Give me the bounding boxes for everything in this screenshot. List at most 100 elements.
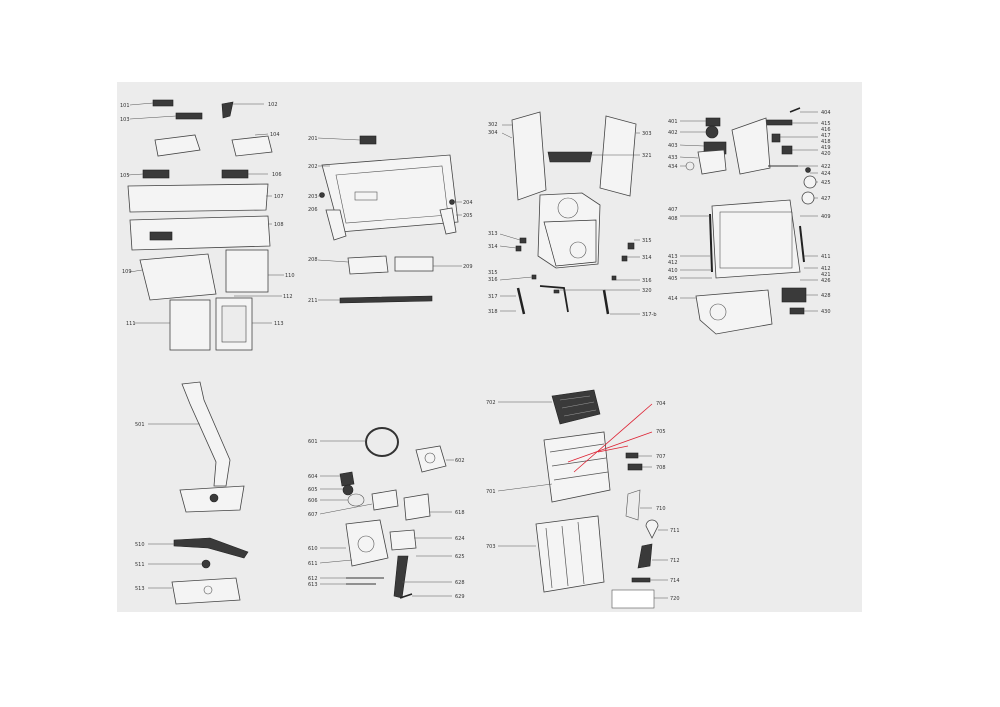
part-513-center: [203, 585, 213, 595]
part-710-hook: [625, 489, 641, 521]
label-424: 424: [821, 171, 831, 177]
part-302-side-panel: [511, 111, 547, 201]
part-113-window: [221, 305, 247, 343]
label-313: 313: [488, 231, 498, 237]
part-sidewall: [731, 117, 771, 175]
part-316-foot-left: [531, 274, 537, 280]
part-624-hose: [389, 529, 417, 551]
label-707: 707: [656, 454, 666, 460]
label-412: 412: [668, 260, 678, 266]
part-317-bracket: [539, 285, 569, 313]
label-109: 109: [122, 269, 132, 275]
label-411: 411: [821, 254, 831, 260]
label-501: 501: [135, 422, 145, 428]
part-433-valve: [697, 149, 727, 175]
label-108: 108: [274, 222, 284, 228]
label-408: 408: [668, 216, 678, 222]
label-320: 320: [642, 288, 652, 294]
part-301-tub-front: [543, 219, 597, 267]
label-513: 513: [135, 586, 145, 592]
label-419: 419: [821, 145, 831, 151]
label-413: 413: [668, 254, 678, 260]
part-313-bracket: [519, 237, 527, 244]
label-209: 209: [463, 264, 473, 270]
label-607: 607: [308, 512, 318, 518]
label-601: 601: [308, 439, 318, 445]
label-511: 511: [135, 562, 145, 568]
part-604-filter: [339, 471, 355, 487]
label-316-right: 316: [642, 278, 652, 284]
label-708: 708: [656, 465, 666, 471]
label-104: 104: [270, 132, 280, 138]
part-314-bracket-left: [515, 245, 522, 252]
label-403: 403: [668, 143, 678, 149]
label-602: 602: [455, 458, 465, 464]
label-701: 701: [486, 489, 496, 495]
part-711-funnel: [645, 519, 659, 539]
part-414-base-hole: [709, 303, 727, 321]
label-412-right: 412: [821, 266, 831, 272]
part-428-filter: [781, 287, 807, 303]
label-317-b: 317-b: [642, 312, 657, 318]
part-610-sump-opening: [357, 535, 375, 553]
label-628: 628: [455, 580, 465, 586]
label-611: 611: [308, 561, 318, 567]
part-629-clip: [399, 593, 413, 599]
label-420: 420: [821, 151, 831, 157]
part-411-leg: [799, 225, 805, 263]
label-204: 204: [463, 200, 473, 206]
part-201-latch: [359, 135, 377, 145]
group-door: 201 202 203 206 204 205 208 209 211: [308, 135, 473, 304]
part-628-drain-hose: [393, 555, 409, 599]
label-421: 421: [821, 272, 831, 278]
part-606-ring: [347, 493, 365, 507]
label-428: 428: [821, 293, 831, 299]
part-211-seal: [339, 295, 433, 304]
part-720-label: [611, 589, 655, 609]
group-spray-arms: 501 510 511 513: [135, 381, 249, 605]
label-625: 625: [455, 554, 465, 560]
label-610: 610: [308, 546, 318, 552]
label-415: 415: [821, 121, 831, 127]
part-707-clip: [625, 452, 639, 459]
part-404: [789, 107, 801, 113]
label-426: 426: [821, 278, 831, 284]
label-705: 705: [656, 429, 666, 435]
label-314-left: 314: [488, 244, 498, 250]
label-427: 427: [821, 196, 831, 202]
part-710-upper-rack: [543, 431, 611, 503]
label-407: 407: [668, 207, 678, 213]
part-209-dispenser: [394, 256, 434, 272]
part-511-nut: [201, 559, 211, 569]
part-301-tub: [537, 192, 601, 269]
part-108-display: [149, 231, 173, 241]
part-501-nozzle: [209, 493, 219, 503]
part-303-side-panel: [599, 115, 637, 197]
label-416: 416: [821, 127, 831, 133]
part-418: [771, 133, 781, 143]
label-703: 703: [486, 544, 496, 550]
label-107: 107: [274, 194, 284, 200]
part-108-fascia: [129, 215, 271, 251]
part-208-bracket: [347, 255, 389, 275]
label-613: 613: [308, 582, 318, 588]
part-424: [805, 167, 811, 173]
part-607-housing: [371, 489, 399, 511]
label-303: 303: [642, 131, 652, 137]
part-602-pump-port: [424, 452, 436, 464]
label-409: 409: [821, 214, 831, 220]
label-720: 720: [670, 596, 680, 602]
label-102: 102: [268, 102, 278, 108]
label-417: 417: [821, 133, 831, 139]
part-102-clip: [221, 101, 234, 119]
label-401: 401: [668, 119, 678, 125]
part-318-rail: [516, 287, 526, 315]
part-320-clip: [553, 289, 560, 294]
part-708-clip: [627, 463, 643, 471]
label-314-right: 314: [642, 255, 652, 261]
label-101: 101: [120, 103, 130, 109]
label-704: 704: [656, 401, 666, 407]
label-414: 414: [668, 296, 678, 302]
label-302: 302: [488, 122, 498, 128]
